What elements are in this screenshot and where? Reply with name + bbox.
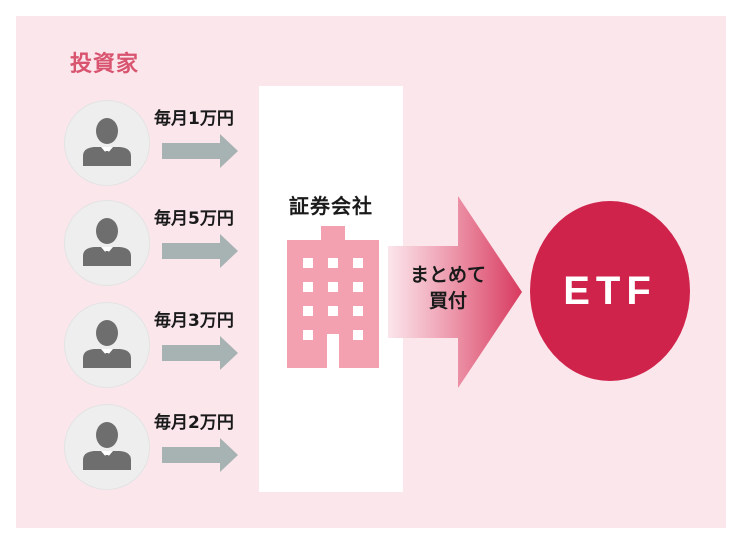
businessman-icon	[83, 320, 131, 368]
arrow-right-icon	[162, 336, 238, 370]
arrow-right-icon	[162, 234, 238, 268]
investor-row: 毎月2万円	[64, 404, 274, 494]
broker-title: 証券会社	[289, 194, 373, 218]
broker-box: 証券会社	[259, 86, 403, 492]
etf-circle: ETF	[530, 201, 690, 381]
investor-avatar	[64, 100, 150, 186]
businessman-icon	[83, 118, 131, 166]
bulk-purchase-label: まとめて 買付	[398, 262, 498, 314]
investor-amount: 毎月5万円	[154, 209, 234, 229]
investor-avatar	[64, 302, 150, 388]
businessman-icon	[83, 218, 131, 266]
investor-amount: 毎月1万円	[154, 109, 234, 129]
investor-row: 毎月1万円	[64, 100, 274, 190]
investor-avatar	[64, 200, 150, 286]
bulk-purchase-line-2: 買付	[428, 290, 467, 312]
etf-label: ETF	[563, 268, 657, 313]
investor-avatar	[64, 404, 150, 490]
large-arrow-right-icon	[388, 196, 522, 388]
businessman-icon	[83, 422, 131, 470]
bulk-purchase-line-1: まとめて	[409, 264, 486, 286]
investor-row: 毎月5万円	[64, 200, 274, 290]
office-building-icon	[287, 226, 379, 368]
arrow-right-icon	[162, 438, 238, 472]
investors-title: 投資家	[70, 52, 140, 77]
arrow-right-icon	[162, 134, 238, 168]
investor-amount: 毎月2万円	[154, 413, 234, 433]
investor-amount: 毎月3万円	[154, 311, 234, 331]
investor-row: 毎月3万円	[64, 302, 274, 392]
